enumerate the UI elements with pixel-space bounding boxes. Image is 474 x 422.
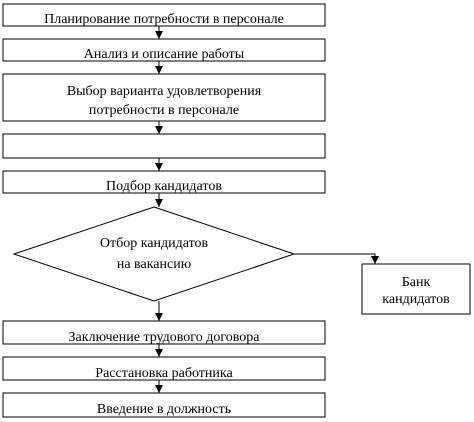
node-analysis: Анализ и описание работы (2, 38, 326, 62)
edge-choice-to-blank (155, 121, 163, 134)
edge-selection-to-screening (155, 193, 163, 207)
node-label: Заключение трудового договора (69, 330, 261, 345)
edge-screening-to-bank (294, 253, 379, 264)
process-box (2, 38, 326, 62)
node-label: Выбор варианта удовлетворения (67, 84, 262, 99)
edge-placement-to-induction (155, 380, 163, 393)
node-label: Введение в должность (97, 402, 231, 417)
node-bank: Банк кандидатов (361, 263, 471, 315)
arrow-head (155, 163, 163, 171)
node-label: кандидатов (382, 292, 450, 307)
arrow-head (155, 199, 163, 207)
node-label: Анализ и описание работы (84, 47, 245, 62)
node-selection: Подбор кандидатов (2, 170, 326, 194)
process-box (2, 73, 326, 122)
node-label: Планирование потребности в персонале (44, 12, 284, 27)
node-placement: Расстановка работника (2, 356, 326, 381)
process-box (361, 263, 471, 315)
flow-nodes: Планирование потребности в персоналеАнал… (2, 3, 471, 418)
node-label: на вакансию (117, 257, 191, 272)
process-box (2, 320, 326, 345)
edge-contract-to-placement (155, 344, 163, 357)
arrow-head (155, 126, 163, 134)
process-box (2, 3, 326, 27)
node-choice: Выбор варианта удовлетворения потребности… (2, 73, 326, 122)
node-contract: Заключение трудового договора (2, 320, 326, 345)
edge-blank-to-selection (155, 158, 163, 171)
arrow-head (155, 66, 163, 74)
node-label: потребности в персонале (89, 103, 239, 118)
node-label: Отбор кандидатов (100, 236, 209, 251)
edge-planning-to-analysis (155, 26, 163, 39)
process-box (2, 392, 326, 418)
decision-shape (12, 206, 296, 302)
arrow-head (371, 256, 379, 264)
node-screening: Отбор кандидатов на вакансию (12, 206, 296, 302)
process-box (2, 170, 326, 194)
node-planning: Планирование потребности в персонале (2, 3, 326, 27)
node-blank (2, 133, 326, 159)
arrow-head (155, 385, 163, 393)
process-box (2, 133, 326, 159)
arrow-line (294, 253, 376, 264)
arrow-head (155, 313, 163, 321)
edge-analysis-to-choice (155, 61, 163, 74)
node-label: Расстановка работника (95, 366, 233, 381)
arrow-head (155, 349, 163, 357)
arrow-head (155, 31, 163, 39)
flow-arrows (155, 26, 379, 393)
node-induction: Введение в должность (2, 392, 326, 418)
node-label: Подбор кандидатов (106, 179, 222, 194)
process-box (2, 356, 326, 381)
edge-screening-to-contract (155, 301, 163, 321)
node-label: Банк (402, 275, 431, 290)
